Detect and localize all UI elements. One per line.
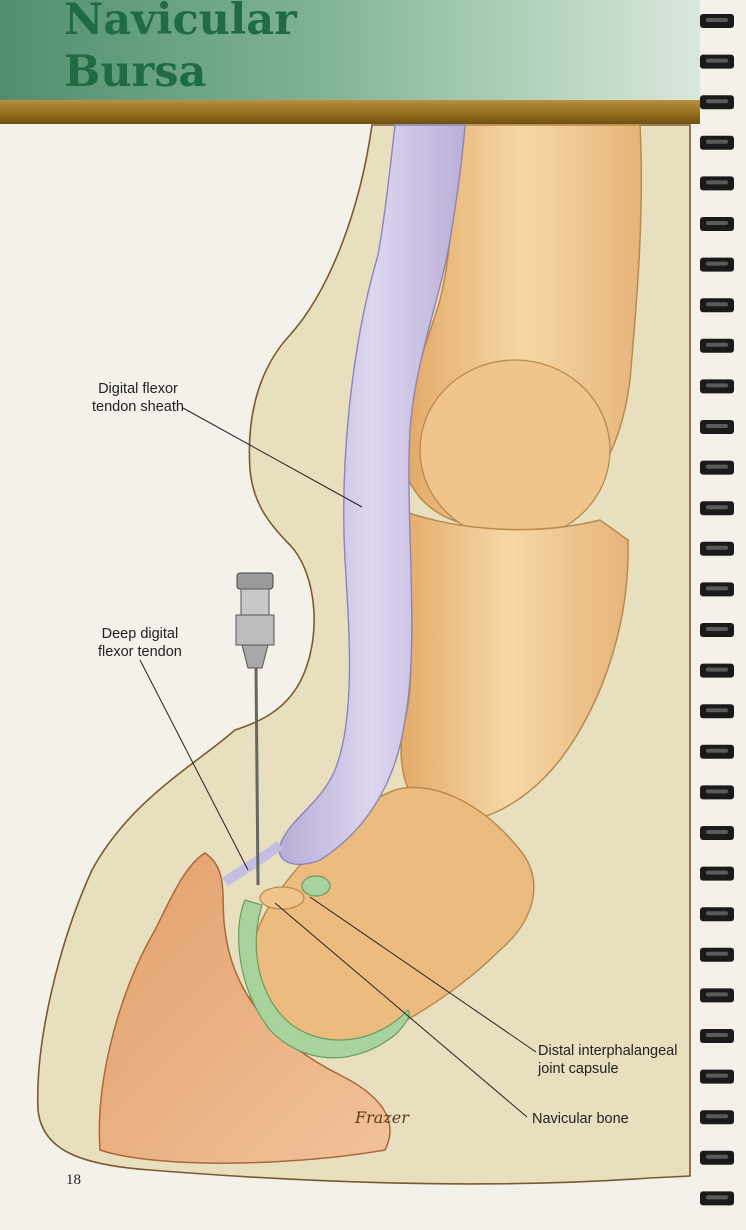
binding-loop-highlight: [706, 99, 728, 104]
binding-loop-highlight: [706, 911, 728, 916]
joint-capsule: [238, 899, 410, 1059]
title-line-1: Navicular: [64, 0, 297, 45]
hoof-section: [98, 852, 391, 1164]
needle: [235, 572, 275, 886]
page-number: 18: [66, 1172, 81, 1188]
binding-loop-highlight: [706, 424, 728, 428]
binding-loop-highlight: [706, 545, 728, 550]
binding-loop-highlight: [706, 789, 728, 794]
binding-loop-highlight: [706, 180, 728, 185]
label-digital-flexor-tendon-sheath: Digital flexor tendon sheath: [92, 381, 184, 415]
leader-line-deep-flexor: [139, 659, 249, 871]
label-distal-interphalangeal-joint-capsule: Distal interphalangeal joint capsule: [538, 1043, 678, 1077]
binding-loop-highlight: [706, 748, 728, 753]
title-line-2: Bursa: [64, 47, 207, 97]
binding-loop-highlight: [706, 830, 728, 834]
binding-loop-highlight: [706, 1073, 728, 1078]
binding-loop-highlight: [706, 1033, 728, 1037]
spiral-binding: [700, 14, 734, 1206]
binding-loop-highlight: [706, 464, 728, 469]
binding-loop-highlight: [706, 708, 728, 713]
leader-line-navicular: [274, 902, 528, 1118]
header-divider-band: [0, 100, 700, 124]
label-deep-digital-flexor-tendon: Deep digital flexor tendon: [98, 626, 182, 660]
binding-loop-highlight: [706, 992, 728, 997]
binding-loop-highlight: [706, 951, 728, 956]
page-title: Navicular Bursa: [64, 0, 297, 98]
binding-loop-highlight: [706, 58, 728, 63]
binding-loop-highlight: [706, 586, 728, 591]
binding-loop-highlight: [706, 1154, 728, 1159]
header-banner: Navicular Bursa: [0, 0, 700, 102]
leader-line-tendon-sheath: [182, 407, 363, 508]
artist-signature: Frazer: [355, 1108, 409, 1127]
joint-capsule-pouch: [301, 875, 331, 897]
deep-digital-flexor-tendon: [222, 840, 283, 887]
binding-loop-highlight: [706, 1195, 728, 1200]
tendon-sheath: [278, 124, 466, 866]
label-navicular-bone: Navicular bone: [532, 1111, 629, 1127]
binding-loop-highlight: [706, 383, 728, 388]
binding-loop-highlight: [706, 1114, 728, 1119]
binding-loop-highlight: [706, 139, 728, 144]
binding-loop-highlight: [706, 18, 728, 22]
binding-loop-highlight: [706, 342, 728, 347]
binding-loop-highlight: [706, 870, 728, 875]
binding-loop-highlight: [706, 667, 728, 672]
binding-loop-highlight: [706, 221, 728, 225]
condyle: [419, 359, 611, 541]
binding-loop-highlight: [706, 505, 728, 510]
binding-loop-highlight: [706, 627, 728, 631]
leader-line-joint-capsule: [309, 896, 537, 1053]
navicular-bone-shape: [259, 886, 305, 910]
binding-loop-highlight: [706, 261, 728, 266]
binding-loop-highlight: [706, 302, 728, 307]
